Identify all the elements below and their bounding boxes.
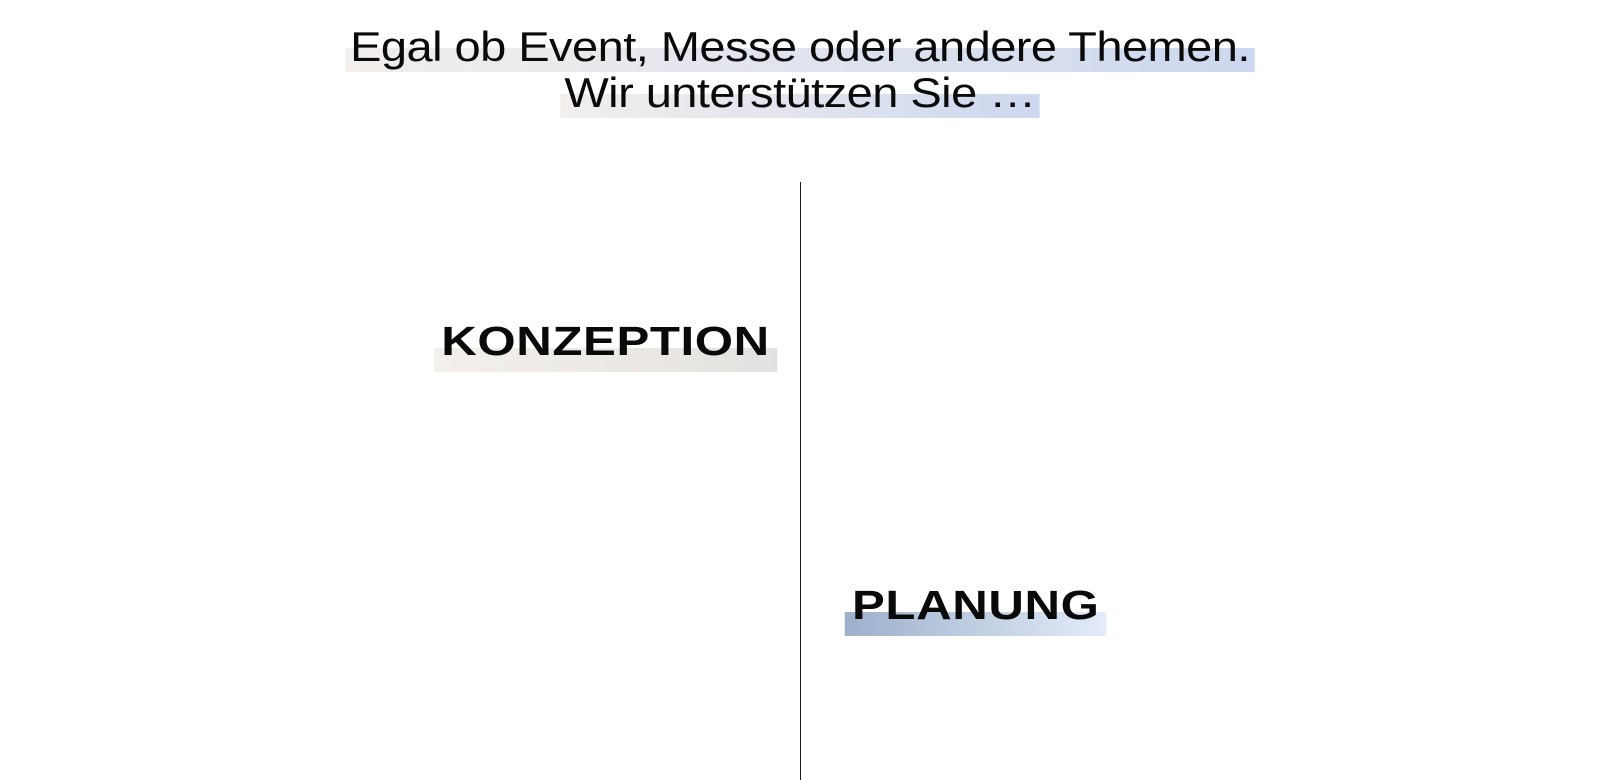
service-planung-heading[interactable]: PLANUNG [844, 582, 1107, 636]
service-konzeption-heading[interactable]: KONZEPTION [434, 318, 777, 372]
headline-text-1: Egal ob Event, Messe oder andere Themen. [345, 24, 1255, 72]
headline-line-2: Wir unterstützen Sie … [0, 70, 1600, 118]
headline-line-1: Egal ob Event, Messe oder andere Themen. [0, 24, 1600, 72]
headline-text-2: Wir unterstützen Sie … [559, 70, 1040, 118]
intro-headline: Egal ob Event, Messe oder andere Themen.… [0, 24, 1600, 118]
vertical-divider [800, 182, 801, 780]
